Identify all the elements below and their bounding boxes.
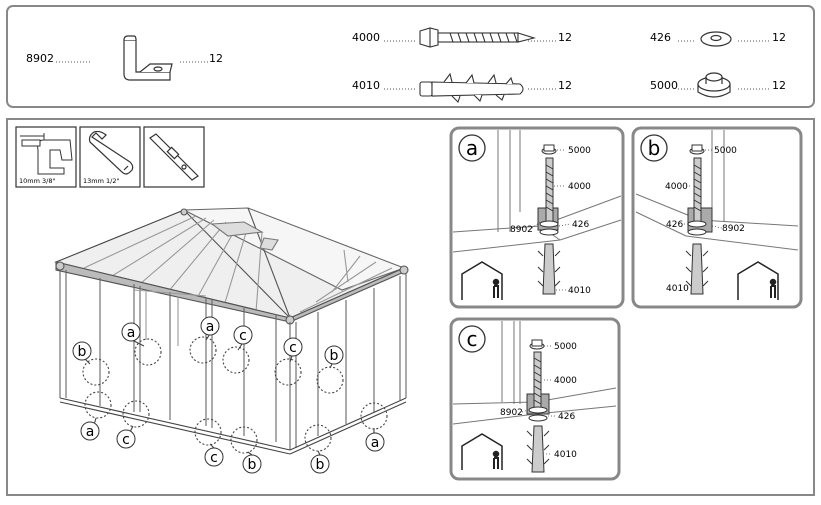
gazebo-drawing (54, 207, 409, 456)
detail-a: 5000 4000 8902 426 4010 a (449, 126, 625, 309)
detail-c-labels: 5000 4000 8902 426 4010 (500, 342, 577, 460)
callout-b-bottom: b (242, 454, 262, 474)
callout-c-bottom-letter: c (210, 450, 218, 466)
tools-row: 10mm 3/8" 13mm 1/2" (15, 126, 205, 188)
wall-plug-icon (419, 72, 524, 104)
callout-b-corner: b (310, 454, 330, 474)
callout-b-left: b (72, 341, 92, 361)
tool-drill: 10mm 3/8" (15, 126, 77, 188)
detail-c: 5000 4000 8902 426 4010 c (449, 317, 621, 481)
part-qty-426: 12 (772, 31, 786, 44)
detail-c-label-5000: 5000 (554, 342, 577, 352)
detail-c-label-426: 426 (558, 412, 575, 422)
callout-a-door-right: a (200, 316, 220, 336)
detail-a-label-426: 426 (572, 220, 589, 230)
gazebo-callout-circles (82, 336, 388, 454)
wrench-size-label: 13mm 1/2" (83, 177, 119, 185)
callout-b-right-letter: b (330, 348, 339, 364)
detail-b-label-4010: 4010 (666, 284, 689, 294)
callout-c-front-letter: c (122, 432, 130, 448)
outside-building-icon (461, 261, 503, 300)
detail-a-letter-text: a (466, 136, 478, 160)
callout-c-corner-letter: c (289, 340, 297, 356)
part-qty-4000: 12 (558, 31, 572, 44)
bracket-icon (123, 35, 173, 81)
gazebo-roof (54, 207, 409, 325)
part-code-4000: 4000 (352, 31, 380, 44)
part-qty-5000: 12 (772, 79, 786, 92)
detail-b-letter-text: b (648, 136, 661, 160)
callout-a-right-letter: a (371, 435, 380, 451)
callout-c-bottom: c (204, 447, 224, 467)
callout-b-right: b (324, 345, 344, 365)
wrench-icon (88, 130, 134, 175)
callout-b-left-letter: b (78, 344, 87, 360)
parts-panel: 8902 12 4000 12 (6, 5, 815, 108)
detail-c-letter-text: c (467, 327, 478, 351)
screw-icon (419, 27, 537, 48)
inside-building-icon (737, 261, 779, 300)
detail-a-label-4010: 4010 (568, 286, 591, 296)
callout-a-door-right-letter: a (206, 319, 215, 335)
callout-a-front-left-letter: a (86, 424, 95, 440)
washer-icon (700, 31, 732, 47)
outside-building-icon-c (461, 433, 503, 470)
detail-c-label-4010: 4010 (554, 450, 577, 460)
anchor-assembly-b (685, 144, 713, 295)
callout-b-bottom-letter: b (248, 457, 257, 473)
detail-c-label-8902: 8902 (500, 408, 523, 418)
level-icon (149, 133, 199, 181)
callout-a-door-left-letter: a (127, 325, 136, 341)
callout-c-front: c (116, 429, 136, 449)
anchor-assembly-a (537, 144, 561, 295)
detail-b-labels: 5000 4000 8902 426 4010 (665, 146, 745, 294)
detail-b-label-426: 426 (666, 220, 683, 230)
tool-level (143, 126, 205, 188)
anchor-assembly-c (526, 339, 550, 473)
tool-wrench: 13mm 1/2" (79, 126, 141, 188)
part-code-4010: 4010 (352, 79, 380, 92)
detail-c-letter: c (458, 325, 486, 353)
drill-icon (20, 133, 73, 175)
part-8902: 8902 12 (26, 35, 223, 81)
part-qty-8902: 12 (209, 52, 223, 65)
callout-c-mid: c (233, 325, 253, 345)
part-5000: 5000 12 (650, 72, 786, 98)
cap-icon (697, 72, 731, 98)
detail-b-label-4000: 4000 (665, 182, 688, 192)
detail-b-letter: b (640, 134, 668, 162)
drill-size-label: 10mm 3/8" (19, 177, 55, 185)
callout-b-corner-letter: b (316, 457, 325, 473)
detail-b: 5000 4000 8902 426 4010 b (631, 126, 803, 309)
detail-b-label-8902: 8902 (722, 224, 745, 234)
part-4000: 4000 12 (352, 27, 572, 48)
part-426: 426 12 (650, 31, 786, 47)
gazebo-callout-labels: b a a c a c c b c b b a (72, 316, 385, 474)
detail-c-label-4000: 4000 (554, 376, 577, 386)
callout-c-mid-letter: c (239, 328, 247, 344)
part-code-8902: 8902 (26, 52, 54, 65)
callout-a-front-left: a (80, 421, 100, 441)
callout-a-door-left: a (121, 322, 141, 342)
part-code-426: 426 (650, 31, 671, 44)
part-code-5000: 5000 (650, 79, 678, 92)
detail-a-label-5000: 5000 (568, 146, 591, 156)
part-qty-4010: 12 (558, 79, 572, 92)
detail-a-letter: a (458, 134, 486, 162)
callout-a-right: a (365, 432, 385, 452)
detail-b-label-5000: 5000 (714, 146, 737, 156)
detail-a-label-4000: 4000 (568, 182, 591, 192)
callout-c-corner: c (283, 337, 303, 357)
detail-a-labels: 5000 4000 8902 426 4010 (510, 146, 591, 296)
part-4010: 4010 12 (352, 72, 572, 104)
detail-a-label-8902: 8902 (510, 225, 533, 235)
